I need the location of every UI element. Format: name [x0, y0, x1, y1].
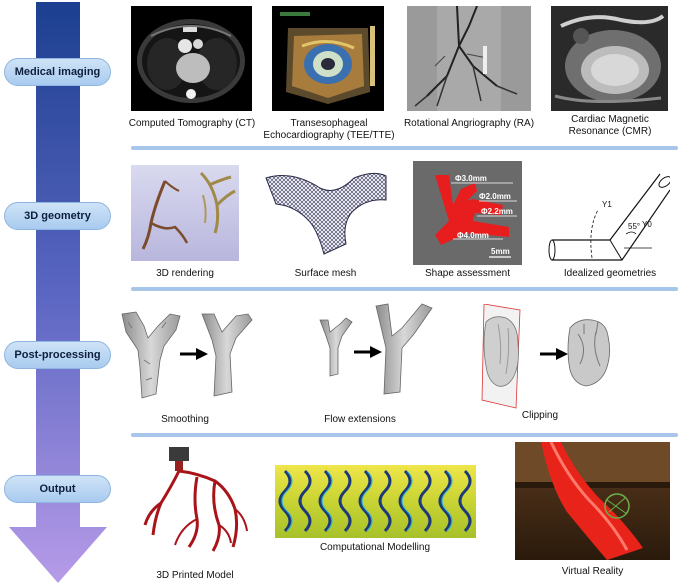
- surface-mesh-caption: Surface mesh: [294, 268, 357, 279]
- computational-model-image: [275, 465, 476, 538]
- shape-assessment-image: Φ3.0mm Φ2.0mm Φ2.2mm Φ4.0mm 5mm: [413, 161, 522, 265]
- flow-extensions-image: [319, 303, 433, 395]
- divider-imaging: [131, 146, 678, 150]
- 3d-rendering-caption: 3D rendering: [156, 268, 214, 279]
- stage-output: Output: [4, 475, 111, 503]
- ra-caption: Rotational Angriography (RA): [403, 118, 535, 129]
- workflow-arrow: [9, 2, 107, 583]
- cmr-image: [551, 6, 668, 111]
- tee-caption: Transesophageal Echocardiography (TEE/TT…: [263, 118, 395, 141]
- y1-label: Y1: [602, 200, 612, 209]
- idealized-geometry-image: Y1 Y0 55°: [548, 162, 670, 266]
- ct-image: [131, 6, 252, 111]
- smoothing-caption: Smoothing: [161, 414, 209, 425]
- dim-label-1: Φ3.0mm: [455, 174, 487, 183]
- smoothing-image: [121, 311, 253, 399]
- surface-mesh-image: [262, 166, 389, 258]
- virtual-reality-caption: Virtual Reality: [561, 566, 624, 577]
- angle-label: 55°: [628, 222, 641, 231]
- clipping-caption: Clipping: [521, 410, 559, 421]
- cmr-caption: Cardiac Magnetic Resonance (CMR): [568, 114, 652, 137]
- virtual-reality-image: [515, 442, 670, 560]
- stage-post-processing: Post-processing: [4, 341, 111, 369]
- divider-postprocessing: [131, 433, 678, 437]
- dim-label-2: Φ2.0mm: [479, 192, 511, 201]
- idealized-caption: Idealized geometries: [563, 268, 657, 279]
- dim-label-4: Φ4.0mm: [457, 231, 489, 240]
- ct-caption: Computed Tomography (CT): [128, 118, 256, 129]
- y0-label: Y0: [642, 220, 652, 229]
- stage-medical-imaging: Medical imaging: [4, 58, 111, 86]
- 3d-rendering-image: [131, 165, 239, 261]
- dim-label-3: Φ2.2mm: [481, 207, 513, 216]
- scale-label: 5mm: [491, 247, 510, 256]
- shape-assessment-caption: Shape assessment: [424, 268, 511, 279]
- 3d-printed-model-caption: 3D Printed Model: [156, 570, 234, 581]
- flow-extensions-caption: Flow extensions: [324, 414, 396, 425]
- divider-geometry: [131, 287, 678, 291]
- stage-3d-geometry: 3D geometry: [4, 202, 111, 230]
- clipping-image: [481, 304, 610, 409]
- tee-image: [272, 6, 384, 111]
- ra-image: [407, 6, 531, 111]
- 3d-printed-model-image: [143, 447, 248, 552]
- computational-modelling-caption: Computational Modelling: [319, 542, 431, 553]
